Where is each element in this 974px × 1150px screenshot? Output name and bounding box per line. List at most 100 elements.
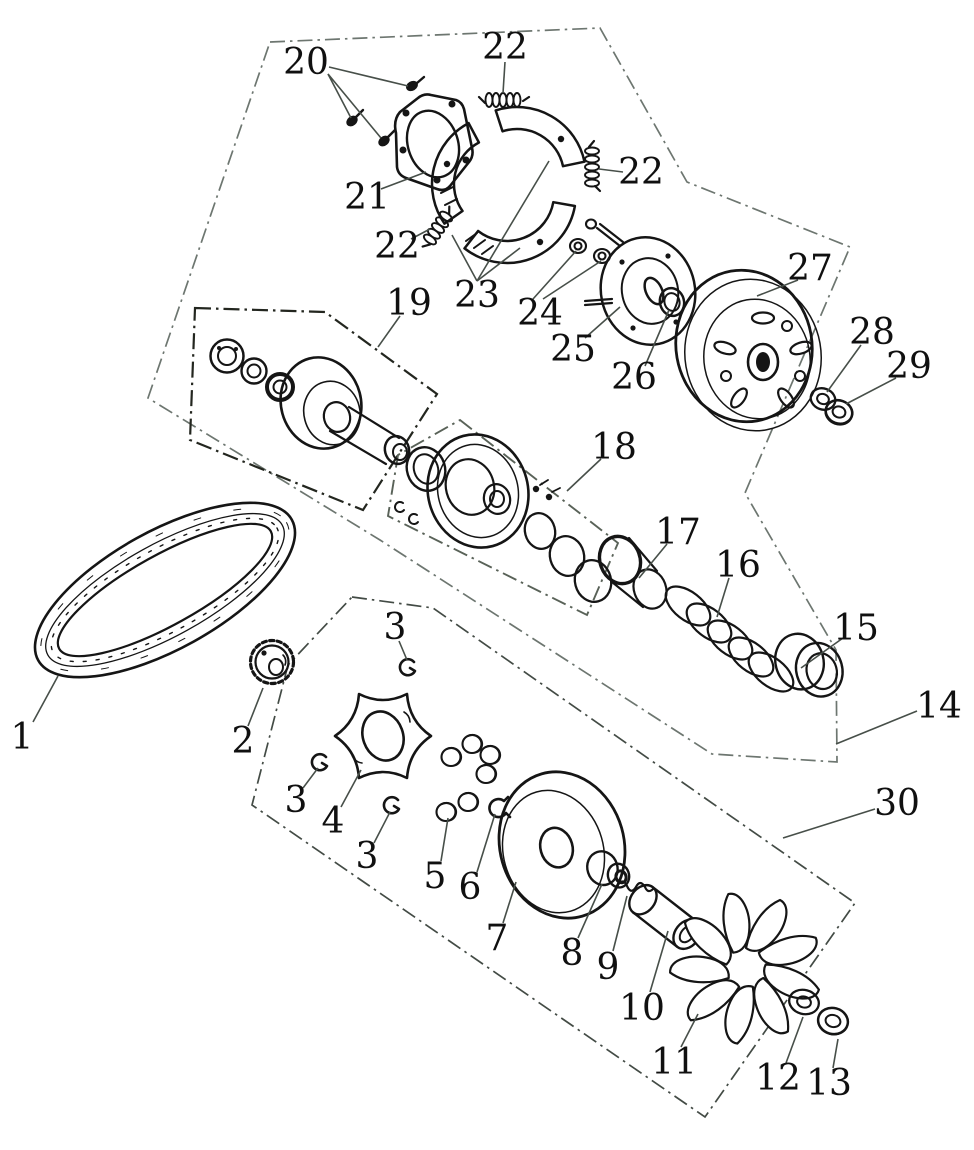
spring-left <box>421 205 454 248</box>
leader-line-27 <box>756 279 799 297</box>
part-number-25: 25 <box>550 329 596 370</box>
bolts-drawing <box>346 75 426 147</box>
leader-line-18 <box>566 458 602 492</box>
leader-line-20 <box>328 66 409 87</box>
leader-line-20 <box>327 73 352 119</box>
part-number-1: 1 <box>11 717 34 758</box>
leader-line-23 <box>451 234 478 282</box>
leader-line-14 <box>835 710 918 745</box>
leader-line-28 <box>826 344 862 393</box>
part-number-3: 3 <box>384 607 407 648</box>
part-number-27: 27 <box>787 248 833 289</box>
leader-line-3 <box>302 767 319 789</box>
leader-line-23 <box>476 160 550 282</box>
clutch-shoes-drawing <box>430 105 586 265</box>
leader-line-6 <box>476 813 496 873</box>
flange-nut-drawing <box>816 1006 850 1036</box>
driven-pulley-assembly-drawing <box>394 433 613 603</box>
leader-line-23 <box>476 247 521 282</box>
gear-drawing <box>248 638 296 686</box>
spring-seat-drawing <box>774 632 844 698</box>
leader-line-25 <box>584 306 621 339</box>
leader-line-3 <box>373 811 391 844</box>
part-number-28: 28 <box>849 312 895 353</box>
leader-line-11 <box>680 1013 699 1048</box>
leader-line-22 <box>410 228 431 240</box>
part-number-18: 18 <box>591 427 637 468</box>
slide-guide-drawing <box>488 795 512 819</box>
leader-line-24 <box>532 250 577 300</box>
leader-line-15 <box>800 637 844 669</box>
leader-line-20 <box>327 73 382 139</box>
part-number-15: 15 <box>833 608 879 649</box>
leader-line-10 <box>649 930 669 993</box>
leader-line-29 <box>845 377 897 405</box>
spacer-ring-drawing <box>658 286 686 318</box>
rollers-drawing <box>435 733 502 823</box>
part-number-3: 3 <box>285 780 308 821</box>
washer-drawing <box>788 988 820 1016</box>
part-number-11: 11 <box>651 1042 697 1083</box>
part-number-22: 22 <box>618 152 664 193</box>
leader-line-22 <box>598 168 624 173</box>
drive-belt-drawing <box>33 501 297 679</box>
ramp-plate-drawing <box>333 692 433 780</box>
assembly-boundary-18 <box>386 418 620 617</box>
clutch-springs-drawing <box>421 92 602 248</box>
part-number-16: 16 <box>715 545 761 586</box>
leader-line-30 <box>782 808 876 839</box>
part-number-20: 20 <box>283 42 329 83</box>
part-number-24: 24 <box>517 293 563 334</box>
part-number-8: 8 <box>561 933 584 974</box>
leader-line-21 <box>380 171 427 190</box>
leader-line-8 <box>577 883 603 939</box>
leader-line-3 <box>398 640 408 661</box>
part-number-30: 30 <box>874 783 920 824</box>
e-clip-drawing <box>310 657 417 815</box>
spring-top <box>477 92 531 108</box>
leader-line-4 <box>340 769 362 808</box>
part-number-3: 3 <box>356 836 379 877</box>
gasket-drawing <box>393 93 474 192</box>
leader-line-26 <box>644 309 670 367</box>
part-number-6: 6 <box>459 867 482 908</box>
spring-washer-drawing <box>615 880 655 893</box>
spring-right <box>584 139 602 193</box>
leader-line-1 <box>32 675 59 723</box>
leader-line-2 <box>247 687 264 727</box>
part-number-10: 10 <box>619 988 665 1029</box>
part-number-22: 22 <box>482 27 528 68</box>
part-number-2: 2 <box>232 721 255 762</box>
leader-line-5 <box>440 817 449 862</box>
part-number-13: 13 <box>806 1063 852 1104</box>
part-number-9: 9 <box>597 947 620 988</box>
leader-line-19 <box>377 315 401 348</box>
fan-wheel-drawing <box>669 892 820 1045</box>
leader-line-22 <box>502 61 506 94</box>
part-number-17: 17 <box>655 512 701 553</box>
leader-line-13 <box>832 1038 839 1069</box>
part-number-5: 5 <box>424 856 447 897</box>
leader-line-9 <box>612 895 628 952</box>
part-number-29: 29 <box>886 346 932 387</box>
assembly-boundary-19 <box>188 306 439 512</box>
drive-face-drawing <box>497 770 627 920</box>
leader-line-12 <box>785 1016 804 1064</box>
leader-line-17 <box>638 543 668 579</box>
rear-washer-drawing <box>809 387 837 411</box>
coil-spring-drawing <box>664 585 795 693</box>
part-number-12: 12 <box>755 1058 801 1099</box>
carrier-assembly-drawing <box>209 338 411 466</box>
part-number-21: 21 <box>344 177 390 218</box>
nuts-drawing <box>568 218 612 265</box>
part-number-26: 26 <box>611 357 657 398</box>
part-number-22: 22 <box>374 226 420 267</box>
part-number-7: 7 <box>486 918 509 959</box>
assembly-boundary-30 <box>251 596 857 1119</box>
leader-line-7 <box>502 881 517 924</box>
clutch-bell-drawing <box>674 268 823 432</box>
part-number-14: 14 <box>916 686 962 727</box>
leader-line-24 <box>542 260 602 300</box>
